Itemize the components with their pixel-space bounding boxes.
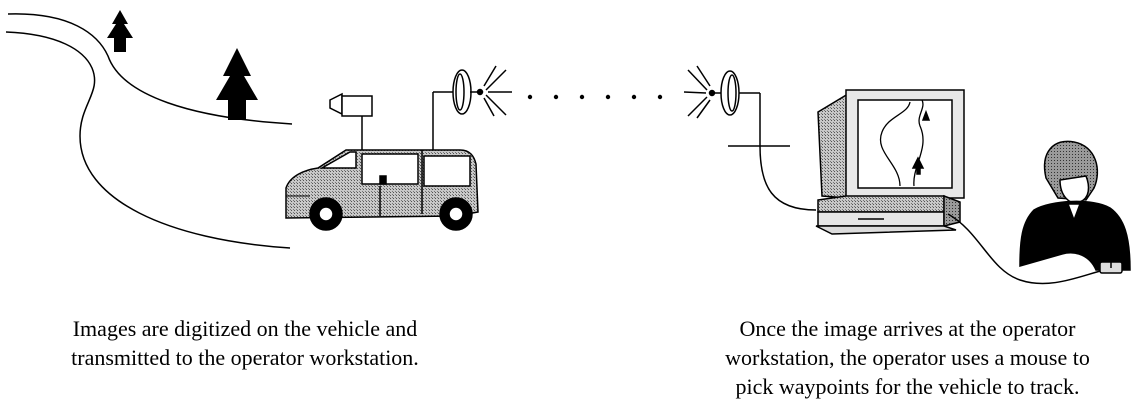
antenna-icon	[683, 65, 817, 211]
camera-icon	[329, 92, 373, 150]
workstation-caption: Once the image arrives at the operator w…	[685, 314, 1130, 401]
caption-line: workstation, the operator uses a mouse t…	[725, 345, 1090, 370]
transmission-dots	[527, 94, 663, 100]
caption-line: Images are digitized on the vehicle and	[72, 316, 418, 341]
road-illustration	[5, 13, 293, 249]
vehicle-caption: Images are digitized on the vehicle and …	[20, 314, 470, 372]
mouse-icon	[1099, 261, 1123, 274]
caption-line: pick waypoints for the vehicle to track.	[735, 374, 1080, 399]
tree-icon	[216, 48, 258, 120]
monitor-icon	[817, 89, 965, 199]
mouse-cable	[947, 213, 1105, 285]
caption-line: Once the image arrives at the operator	[739, 316, 1076, 341]
antenna-icon	[432, 65, 512, 150]
person-icon	[1019, 140, 1131, 271]
van-icon	[285, 149, 479, 231]
computer-icon	[815, 194, 961, 235]
caption-line: transmitted to the operator workstation.	[71, 345, 419, 370]
tree-icon	[107, 10, 133, 52]
